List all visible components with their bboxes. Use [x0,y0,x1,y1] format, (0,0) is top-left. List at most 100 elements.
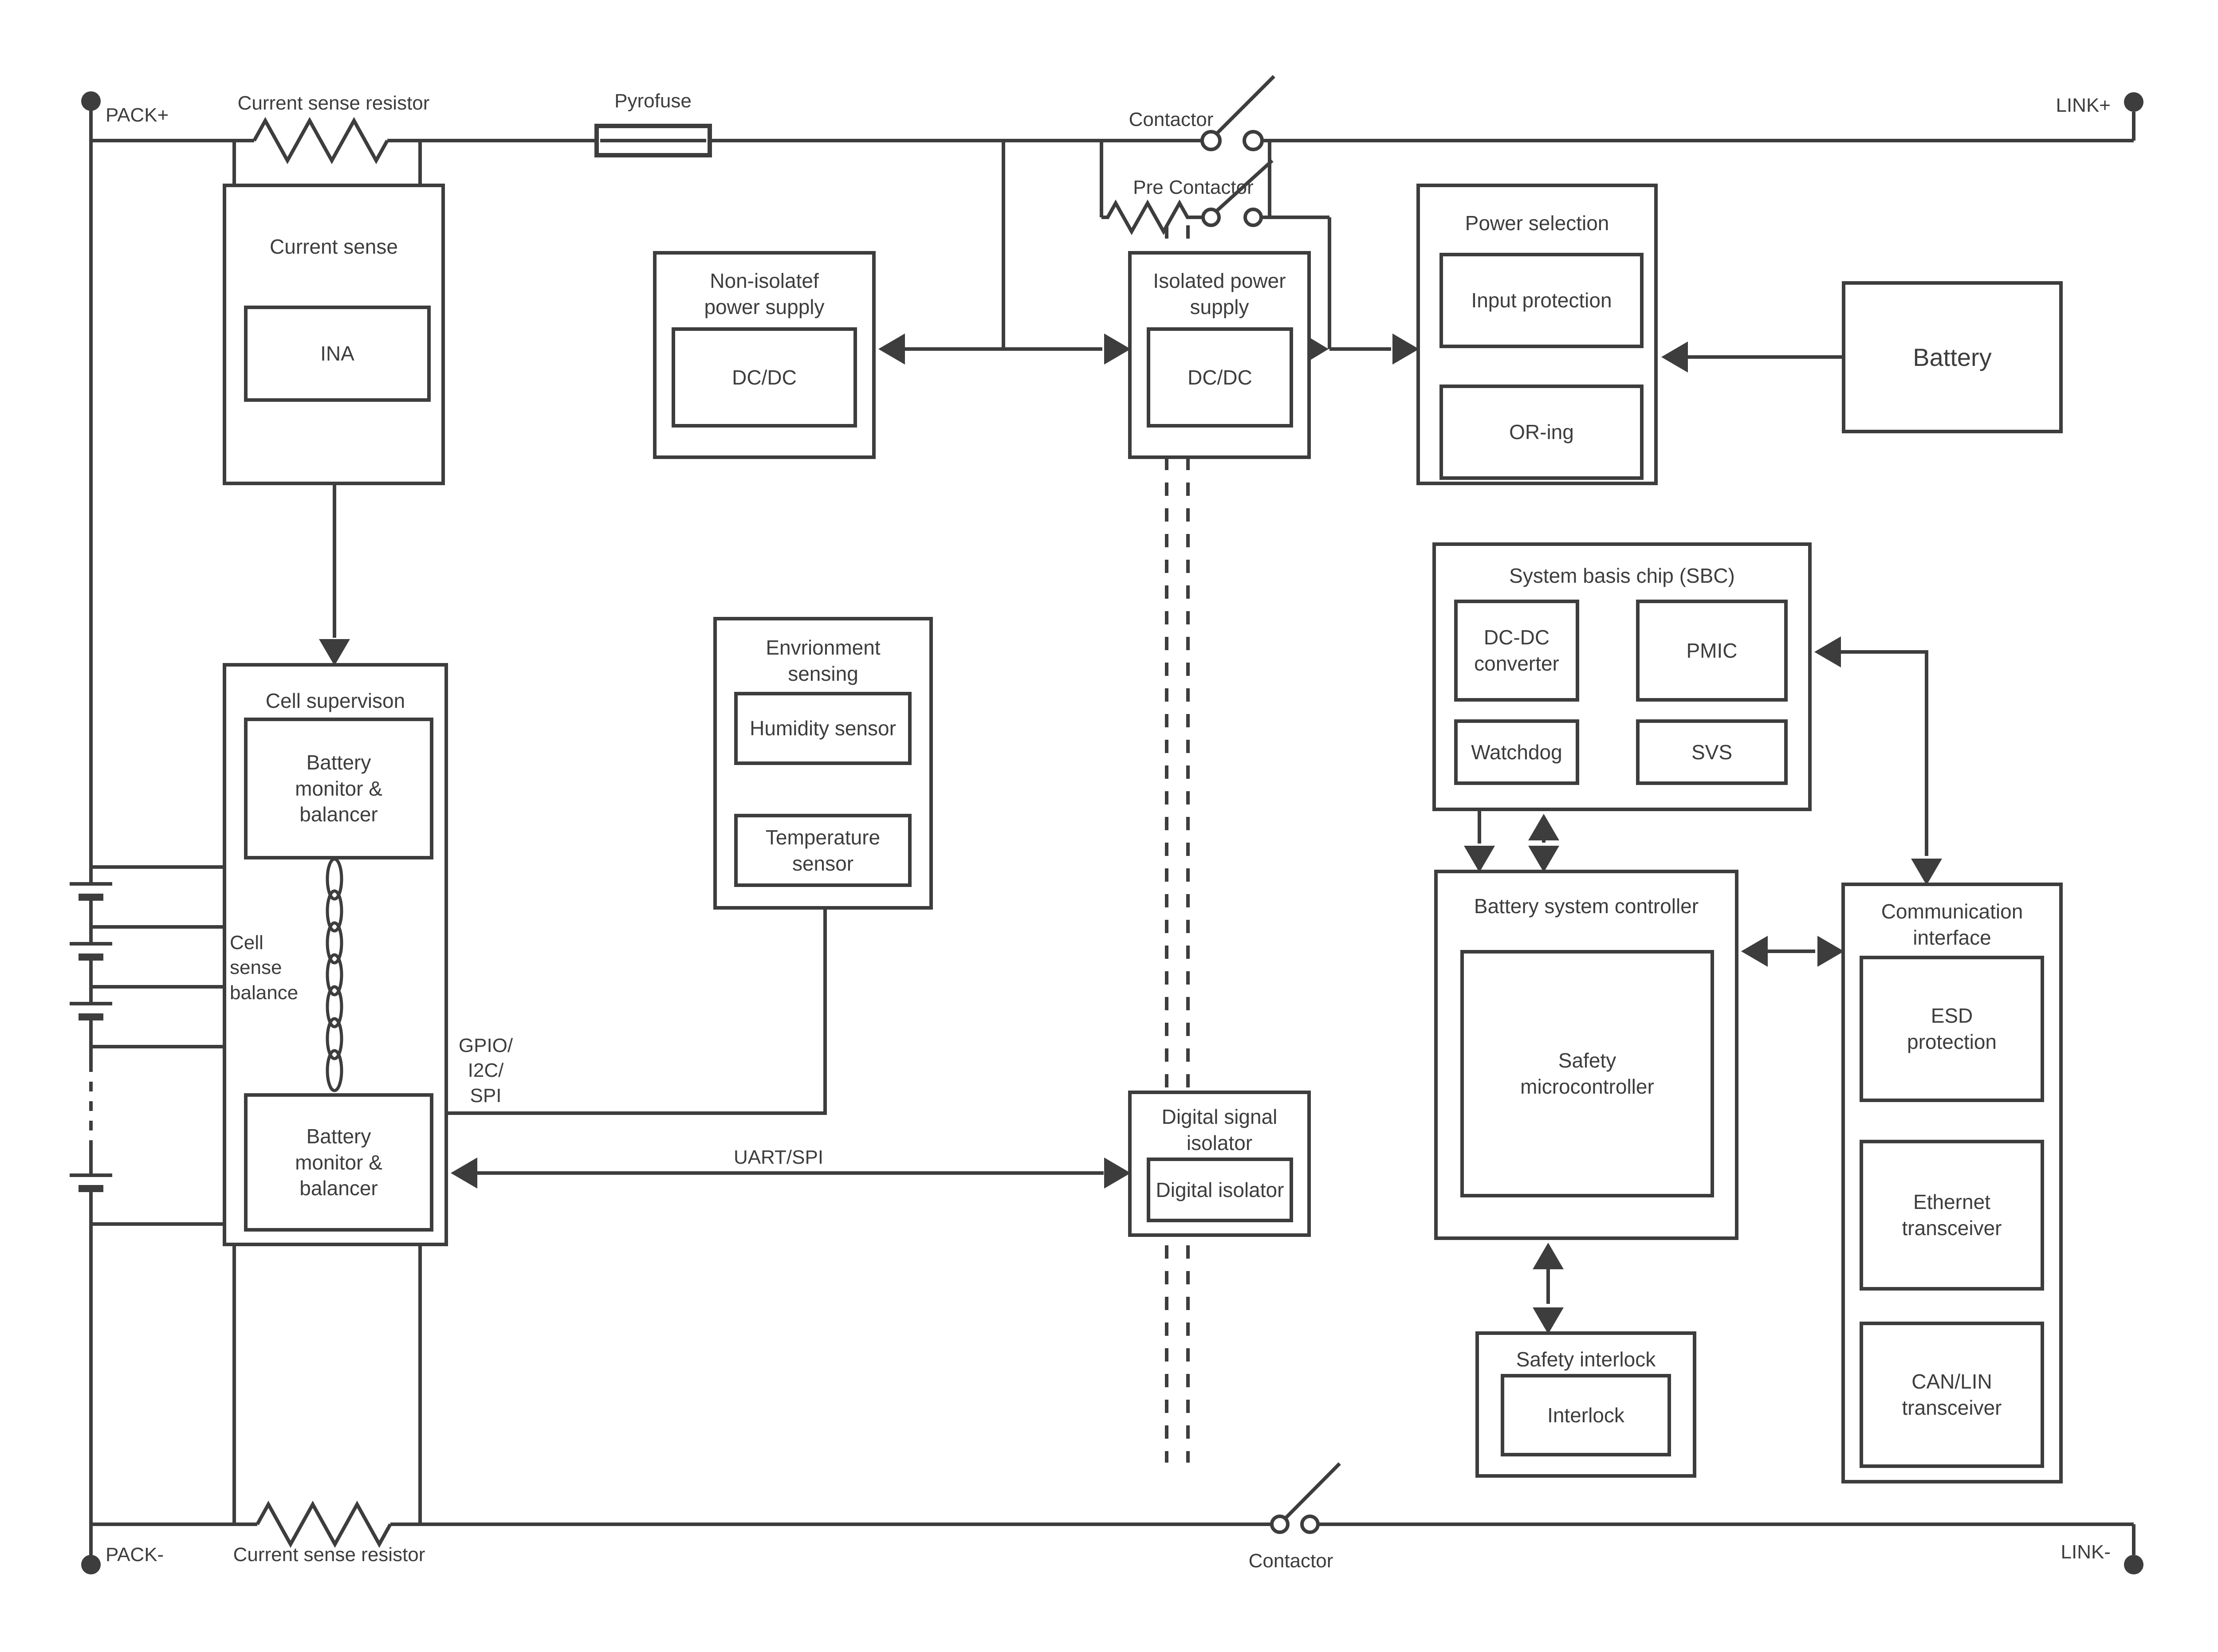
power-selection-title: Power selection [1465,212,1609,235]
wire-environment-sensing-gpio [448,910,827,1115]
communication-interface-title: Communication interface [1881,900,2023,949]
arrow-uart-into-cell-supervision [451,1158,477,1189]
cell-sense-balance-note: Cell sense balance [230,932,299,1004]
arrow-up-into-sbc [1528,814,1559,840]
arrow-right-into-comm-interface [1817,936,1844,967]
contactor-switch-top [1200,75,1275,151]
pack-plus-terminal-dot [81,91,101,111]
gpio-bus-label: GPIO/ I2C/ SPI [458,1035,513,1107]
arrow-left-into-sbc [1814,636,1841,667]
pack-minus-terminal-dot [81,1555,101,1574]
safety-microcontroller-label: Safety microcontroller [1520,1049,1654,1098]
ethernet-transceiver-label: Ethernet transceiver [1902,1190,2002,1240]
link-plus-label: LINK+ [2056,94,2111,116]
pack-minus-label: PACK- [106,1544,164,1566]
sbc-watchdog-label: Watchdog [1471,740,1562,764]
pyrofuse-symbol [594,124,712,157]
contactor-bottom-label: Contactor [1248,1550,1333,1572]
esd-protection-block: ESD protection [1860,956,2044,1102]
current-sense-title: Current sense [270,235,398,258]
interlock-block: Interlock [1501,1374,1671,1456]
battery-label: Battery [1913,343,1992,371]
temperature-sensor-label: Temperature sensor [765,825,881,875]
sbc-pmic-label: PMIC [1686,639,1738,662]
sbc-svs-block: SVS [1636,719,1788,785]
pack-plus-label: PACK+ [106,104,169,126]
pre-contactor-branch [1100,141,1331,349]
top-power-rail [91,112,2135,165]
arrow-into-non-isolated-supply [878,334,905,365]
sbc-pmic-block: PMIC [1636,600,1788,702]
battery-system-controller-title: Battery system controller [1474,895,1699,918]
arrow-sbc-down-into-bsc [1464,846,1495,872]
link-minus-label: LINK- [2061,1541,2111,1563]
current-sense-resistor-top-label: Current sense resistor [237,92,430,114]
ethernet-transceiver-block: Ethernet transceiver [1860,1140,2044,1291]
environment-sensing-title: Envrionment sensing [766,636,881,685]
non-isolated-dcdc-label: DC/DC [732,365,797,389]
bottom-power-rail [91,1500,2135,1555]
sbc-title: System basis chip (SBC) [1509,564,1735,587]
arrow-battery-into-power-selection [1661,341,1688,373]
current-sense-resistor-symbol-top [252,117,389,165]
input-protection-label: Input protection [1471,289,1612,312]
sbc-dcdc-converter-label: DC-DC converter [1474,626,1559,675]
current-sense-resistor-symbol-bottom [256,1500,392,1548]
can-lin-transceiver-label: CAN/LIN transceiver [1902,1370,2002,1419]
humidity-sensor-label: Humidity sensor [750,717,896,740]
arrow-into-power-selection [1392,334,1419,365]
pyrofuse-label: Pyrofuse [614,90,692,112]
input-protection-block: Input protection [1439,253,1644,348]
battery-monitor-balancer-top-block: Battery monitor & balancer [244,718,433,859]
safety-microcontroller-block: Safety microcontroller [1460,950,1714,1197]
sbc-svs-label: SVS [1691,740,1733,764]
arrow-down-into-bsc [1528,846,1559,872]
isolated-power-supply-title: Isolated power supply [1153,269,1286,318]
ina-label: INA [320,342,354,365]
contactor-top-label: Contactor [1129,109,1214,130]
arrow-into-isolated-supply [1104,334,1131,365]
supply-feed-junction [905,141,1102,351]
temperature-sensor-block: Temperature sensor [734,814,912,887]
digital-isolator-label: Digital isolator [1156,1178,1284,1201]
sbc-dcdc-converter-block: DC-DC converter [1454,600,1579,702]
battery-monitor-balancer-top-label: Battery monitor & balancer [295,750,382,826]
esd-protection-label: ESD protection [1907,1004,1997,1053]
interlock-label: Interlock [1547,1403,1624,1427]
uart-bus-label: UART/SPI [733,1146,824,1168]
pre-contactor-resistor-symbol [1101,199,1203,235]
arrow-into-cell-supervision [319,639,350,666]
cell-supervision-title: Cell supervison [265,689,405,712]
cell-tap-lines [91,865,224,1226]
wire-comm-interface-to-sbc [1841,650,1928,856]
can-lin-transceiver-block: CAN/LIN transceiver [1860,1322,2044,1468]
battery-monitor-balancer-bottom-block: Battery monitor & balancer [244,1093,433,1232]
ina-block: INA [244,306,431,402]
sbc-watchdog-block: Watchdog [1454,719,1579,785]
twisted-pair-symbol [326,857,343,1092]
arrow-down-into-comm-interface [1911,859,1942,885]
arrow-uart-into-digital-isolator [1104,1158,1131,1189]
battery-monitor-balancer-bottom-label: Battery monitor & balancer [295,1124,382,1200]
digital-signal-isolator-title: Digital signal isolator [1161,1105,1278,1154]
non-isolated-power-supply-title: Non-isolatef power supply [704,269,825,318]
digital-isolator-block: Digital isolator [1147,1158,1293,1222]
non-isolated-dcdc-block: DC/DC [672,327,857,428]
link-plus-terminal-dot [2124,92,2143,112]
current-sense-resistor-bottom-label: Current sense resistor [233,1544,425,1566]
battery-block: Battery [1842,281,2063,433]
isolated-dcdc-block: DC/DC [1147,327,1293,428]
link-minus-terminal-dot [2124,1555,2143,1574]
humidity-sensor-block: Humidity sensor [734,692,912,765]
pre-contactor-label: Pre Contactor [1133,177,1254,198]
safety-interlock-title: Safety interlock [1516,1348,1656,1371]
oring-block: OR-ing [1439,385,1644,480]
arrow-left-into-bsc [1741,936,1768,967]
arrow-up-into-bsc [1533,1243,1564,1269]
contactor-switch-bottom [1270,1462,1341,1534]
isolated-dcdc-label: DC/DC [1188,365,1252,389]
battery-cell-stack [70,882,112,1192]
